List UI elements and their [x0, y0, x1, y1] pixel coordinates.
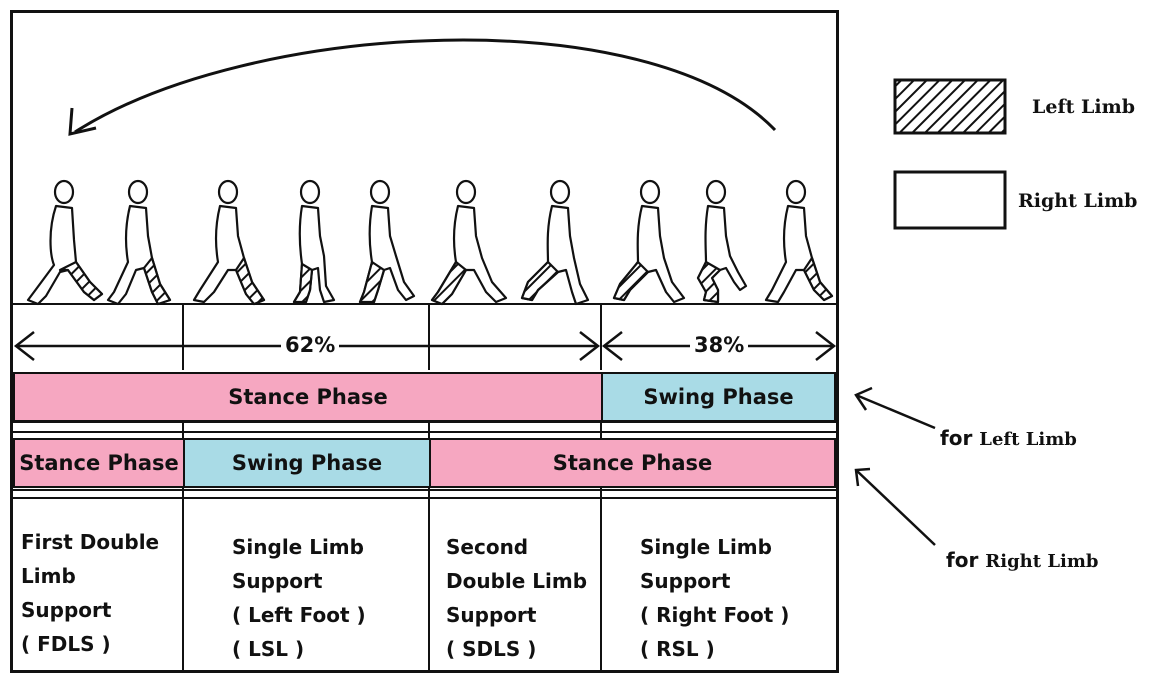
left-limb-swing-phase: Swing Phase: [601, 372, 836, 422]
legend-left-limb-label: Left Limb: [1032, 96, 1135, 118]
pointer-arrows: [854, 386, 936, 546]
walking-figure: [292, 179, 336, 304]
walking-figure: [26, 179, 104, 306]
for-right-limb-annotation: for Right Limb: [946, 548, 1098, 572]
gait-cycle-frame: [10, 10, 839, 673]
support-cell-fdls: First Double Limb Support ( FDLS ): [21, 530, 160, 656]
right-limb-stance-phase-second: Stance Phase: [429, 438, 836, 488]
walking-figure: [106, 179, 172, 306]
row-separators: [13, 421, 836, 499]
left-limb-stance-phase: Stance Phase: [13, 372, 603, 422]
walking-figure: [696, 179, 748, 304]
for-left-word: Left Limb: [979, 429, 1077, 450]
for-right-word: Right Limb: [985, 551, 1099, 572]
right-limb-swing-phase: Swing Phase: [183, 438, 431, 488]
swing-percent-label: 38%: [690, 333, 749, 357]
for-left-limb-annotation: for Left Limb: [940, 426, 1077, 450]
right-limb-stance-phase-first: Stance Phase: [13, 438, 185, 488]
for-left-prefix: for: [940, 426, 973, 450]
cycle-return-arrow: [74, 38, 777, 134]
legend-right-limb-swatch: [893, 170, 1007, 230]
walking-figure: [358, 179, 416, 304]
walking-figure: [520, 179, 590, 306]
legend-right-limb-label: Right Limb: [1018, 190, 1138, 212]
support-cell-lsl: Single Limb Support ( Left Foot ) ( LSL …: [232, 535, 366, 661]
legend-left-limb-swatch: [893, 78, 1007, 135]
walking-figures: [26, 179, 834, 306]
walking-figure: [192, 179, 266, 306]
support-cell-rsl: Single Limb Support ( Right Foot ) ( RSL…: [640, 535, 790, 661]
walking-figure: [430, 179, 508, 306]
walking-figure: [764, 179, 834, 304]
for-right-prefix: for: [946, 548, 979, 572]
stance-percent-label: 62%: [281, 333, 340, 357]
support-cell-sdls: Second Double Limb Support ( SDLS ): [446, 535, 588, 661]
walking-figure: [612, 179, 686, 304]
cycle-return-arrowhead: [68, 107, 97, 136]
